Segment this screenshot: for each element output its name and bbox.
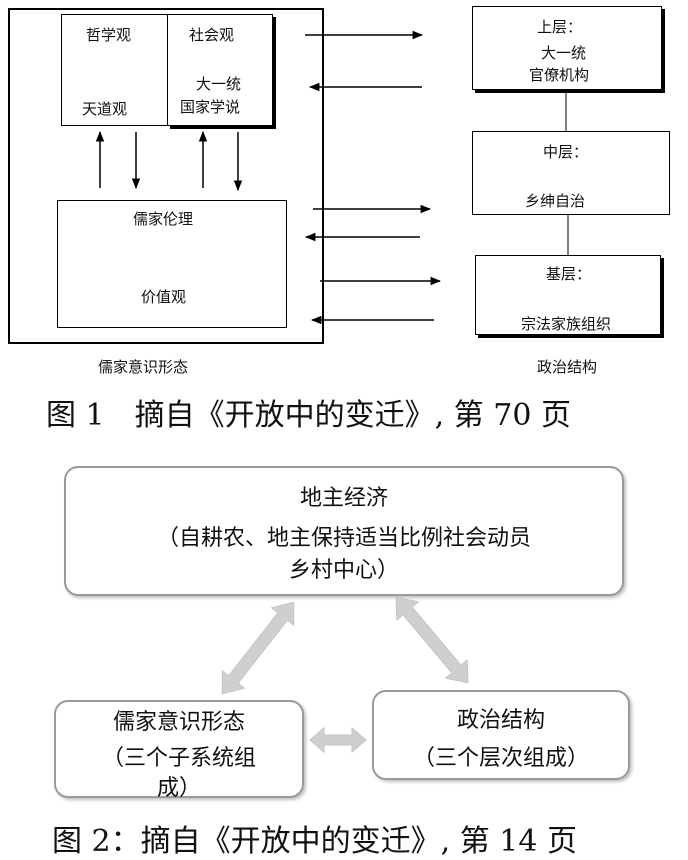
politics-title: 政治结构 [456, 708, 545, 733]
figure1-caption: 图 1 摘自《开放中的变迁》, 第 70 页 [46, 398, 571, 433]
double-arrow-landlord-ideology [221, 601, 295, 695]
ethics-title: 儒家伦理 [133, 210, 194, 228]
philosophy-sub: 天道观 [82, 100, 128, 118]
figure2-caption: 图 2：摘自《开放中的变迁》, 第 14 页 [52, 824, 577, 859]
ethics-box [57, 200, 287, 328]
ideology-box [54, 700, 304, 798]
politics-label: 政治结构 [537, 358, 598, 376]
ideology-title: 儒家意识形态 [112, 710, 245, 735]
society-box [167, 14, 273, 126]
upper-line2: 官僚机构 [529, 66, 590, 84]
base-title: 基层： [546, 265, 592, 283]
philosophy-box [61, 14, 169, 126]
base-line1: 宗法家族组织 [521, 315, 612, 333]
society-line1: 大一统 [196, 75, 242, 93]
upper-title: 上层： [537, 18, 583, 36]
landlord-line2: 乡村中心） [288, 558, 399, 583]
double-arrow-ideology-politics [309, 726, 367, 754]
ideology-line1: （三个子系统组 [101, 746, 256, 771]
landlord-line1: （自耕农、地主保持适当比例社会动员 [156, 526, 531, 551]
upper-line1: 大一统 [541, 44, 587, 62]
politics-line1: （三个层次组成） [412, 746, 589, 771]
ideology-label: 儒家意识形态 [98, 358, 189, 376]
society-title: 社会观 [189, 26, 235, 44]
double-arrow-landlord-politics [395, 596, 469, 684]
upper-layer-box [472, 6, 662, 90]
middle-layer-box [472, 131, 670, 215]
landlord-title: 地主经济 [299, 486, 388, 511]
middle-line1: 乡绅自治 [525, 192, 586, 210]
ethics-sub: 价值观 [141, 288, 187, 306]
political-structure-box [372, 690, 630, 780]
base-layer-box [475, 255, 661, 335]
society-line2: 国家学说 [180, 98, 241, 116]
ideology-line2: 成） [156, 776, 201, 801]
middle-title: 中层： [543, 143, 589, 161]
landlord-economy-box [64, 466, 624, 596]
philosophy-title: 哲学观 [86, 26, 132, 44]
